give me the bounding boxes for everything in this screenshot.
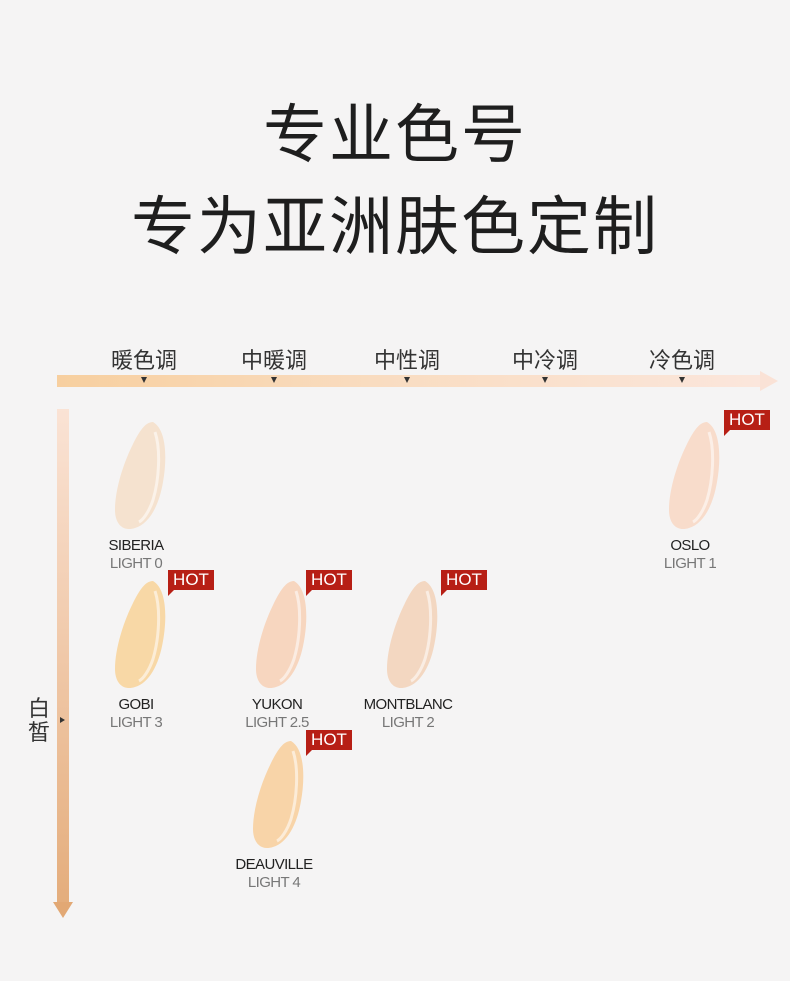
hot-badge: HOT [306,570,352,596]
swatch-shade: LIGHT 2.5 [245,714,309,731]
depth-axis-label: 白皙 [28,697,51,746]
swatch-highlight [138,431,161,524]
swatch-shade: LIGHT 4 [247,874,301,891]
title-line-2: 专为亚洲肤色定制 [131,191,659,265]
hot-badge: HOT [168,570,214,596]
tone-axis-arrow-icon [760,371,778,391]
tone-marker-neutral [404,377,410,383]
depth-axis-bar [57,409,69,904]
hot-badge: HOT [306,730,352,756]
swatch-drop-icon [256,581,307,689]
swatch-name: SIBERIA [108,537,165,554]
swatch-name: MONTBLANC [363,696,453,713]
swatch-highlight [692,431,715,524]
swatch-siberia: SIBERIA LIGHT 0 [71,420,201,580]
depth-marker [60,717,65,723]
swatch-drop-icon [253,741,304,849]
swatch-drop-icon [115,422,166,530]
swatch-highlight [410,590,433,683]
tone-label-mid-cool: 中冷调 [511,349,578,374]
tone-marker-mid-cool [542,377,548,383]
hot-badge: HOT [724,410,770,436]
swatch-drop-icon [387,581,438,689]
tone-marker-cool [679,377,685,383]
swatch-name: OSLO [670,537,710,554]
swatch-montblanc: HOT MONTBLANC LIGHT 2 [343,570,487,739]
swatch-shade: LIGHT 2 [381,714,435,731]
swatch-shade: LIGHT 0 [109,555,163,572]
tone-marker-warm [141,377,147,383]
swatch-drop-icon [669,422,720,530]
swatch-name: DEAUVILLE [235,856,313,873]
swatch-name: GOBI [118,696,154,713]
swatch-shade: LIGHT 3 [109,714,163,731]
tone-label-warm: 暖色调 [110,349,177,374]
swatch-name: YUKON [251,696,303,713]
tone-label-neutral: 中性调 [373,349,440,374]
tone-label-cool: 冷色调 [648,349,715,374]
swatch-yukon: HOT YUKON LIGHT 2.5 [212,570,352,739]
swatch-highlight [276,750,299,843]
swatch-gobi: HOT GOBI LIGHT 3 [71,570,214,739]
title-line-1: 专业色号 [263,99,527,173]
depth-axis-arrow-icon [53,902,73,918]
swatch-drop-icon [115,581,166,689]
swatch-highlight [138,590,161,683]
hot-badge: HOT [441,570,487,596]
swatch-highlight [279,590,302,683]
swatch-shade: LIGHT 1 [663,555,717,572]
tone-marker-mid-warm [271,377,277,383]
swatch-oslo: HOT OSLO LIGHT 1 [625,410,770,580]
tone-label-mid-warm: 中暖调 [240,349,307,374]
swatch-deauville: HOT DEAUVILLE LIGHT 4 [209,730,352,899]
